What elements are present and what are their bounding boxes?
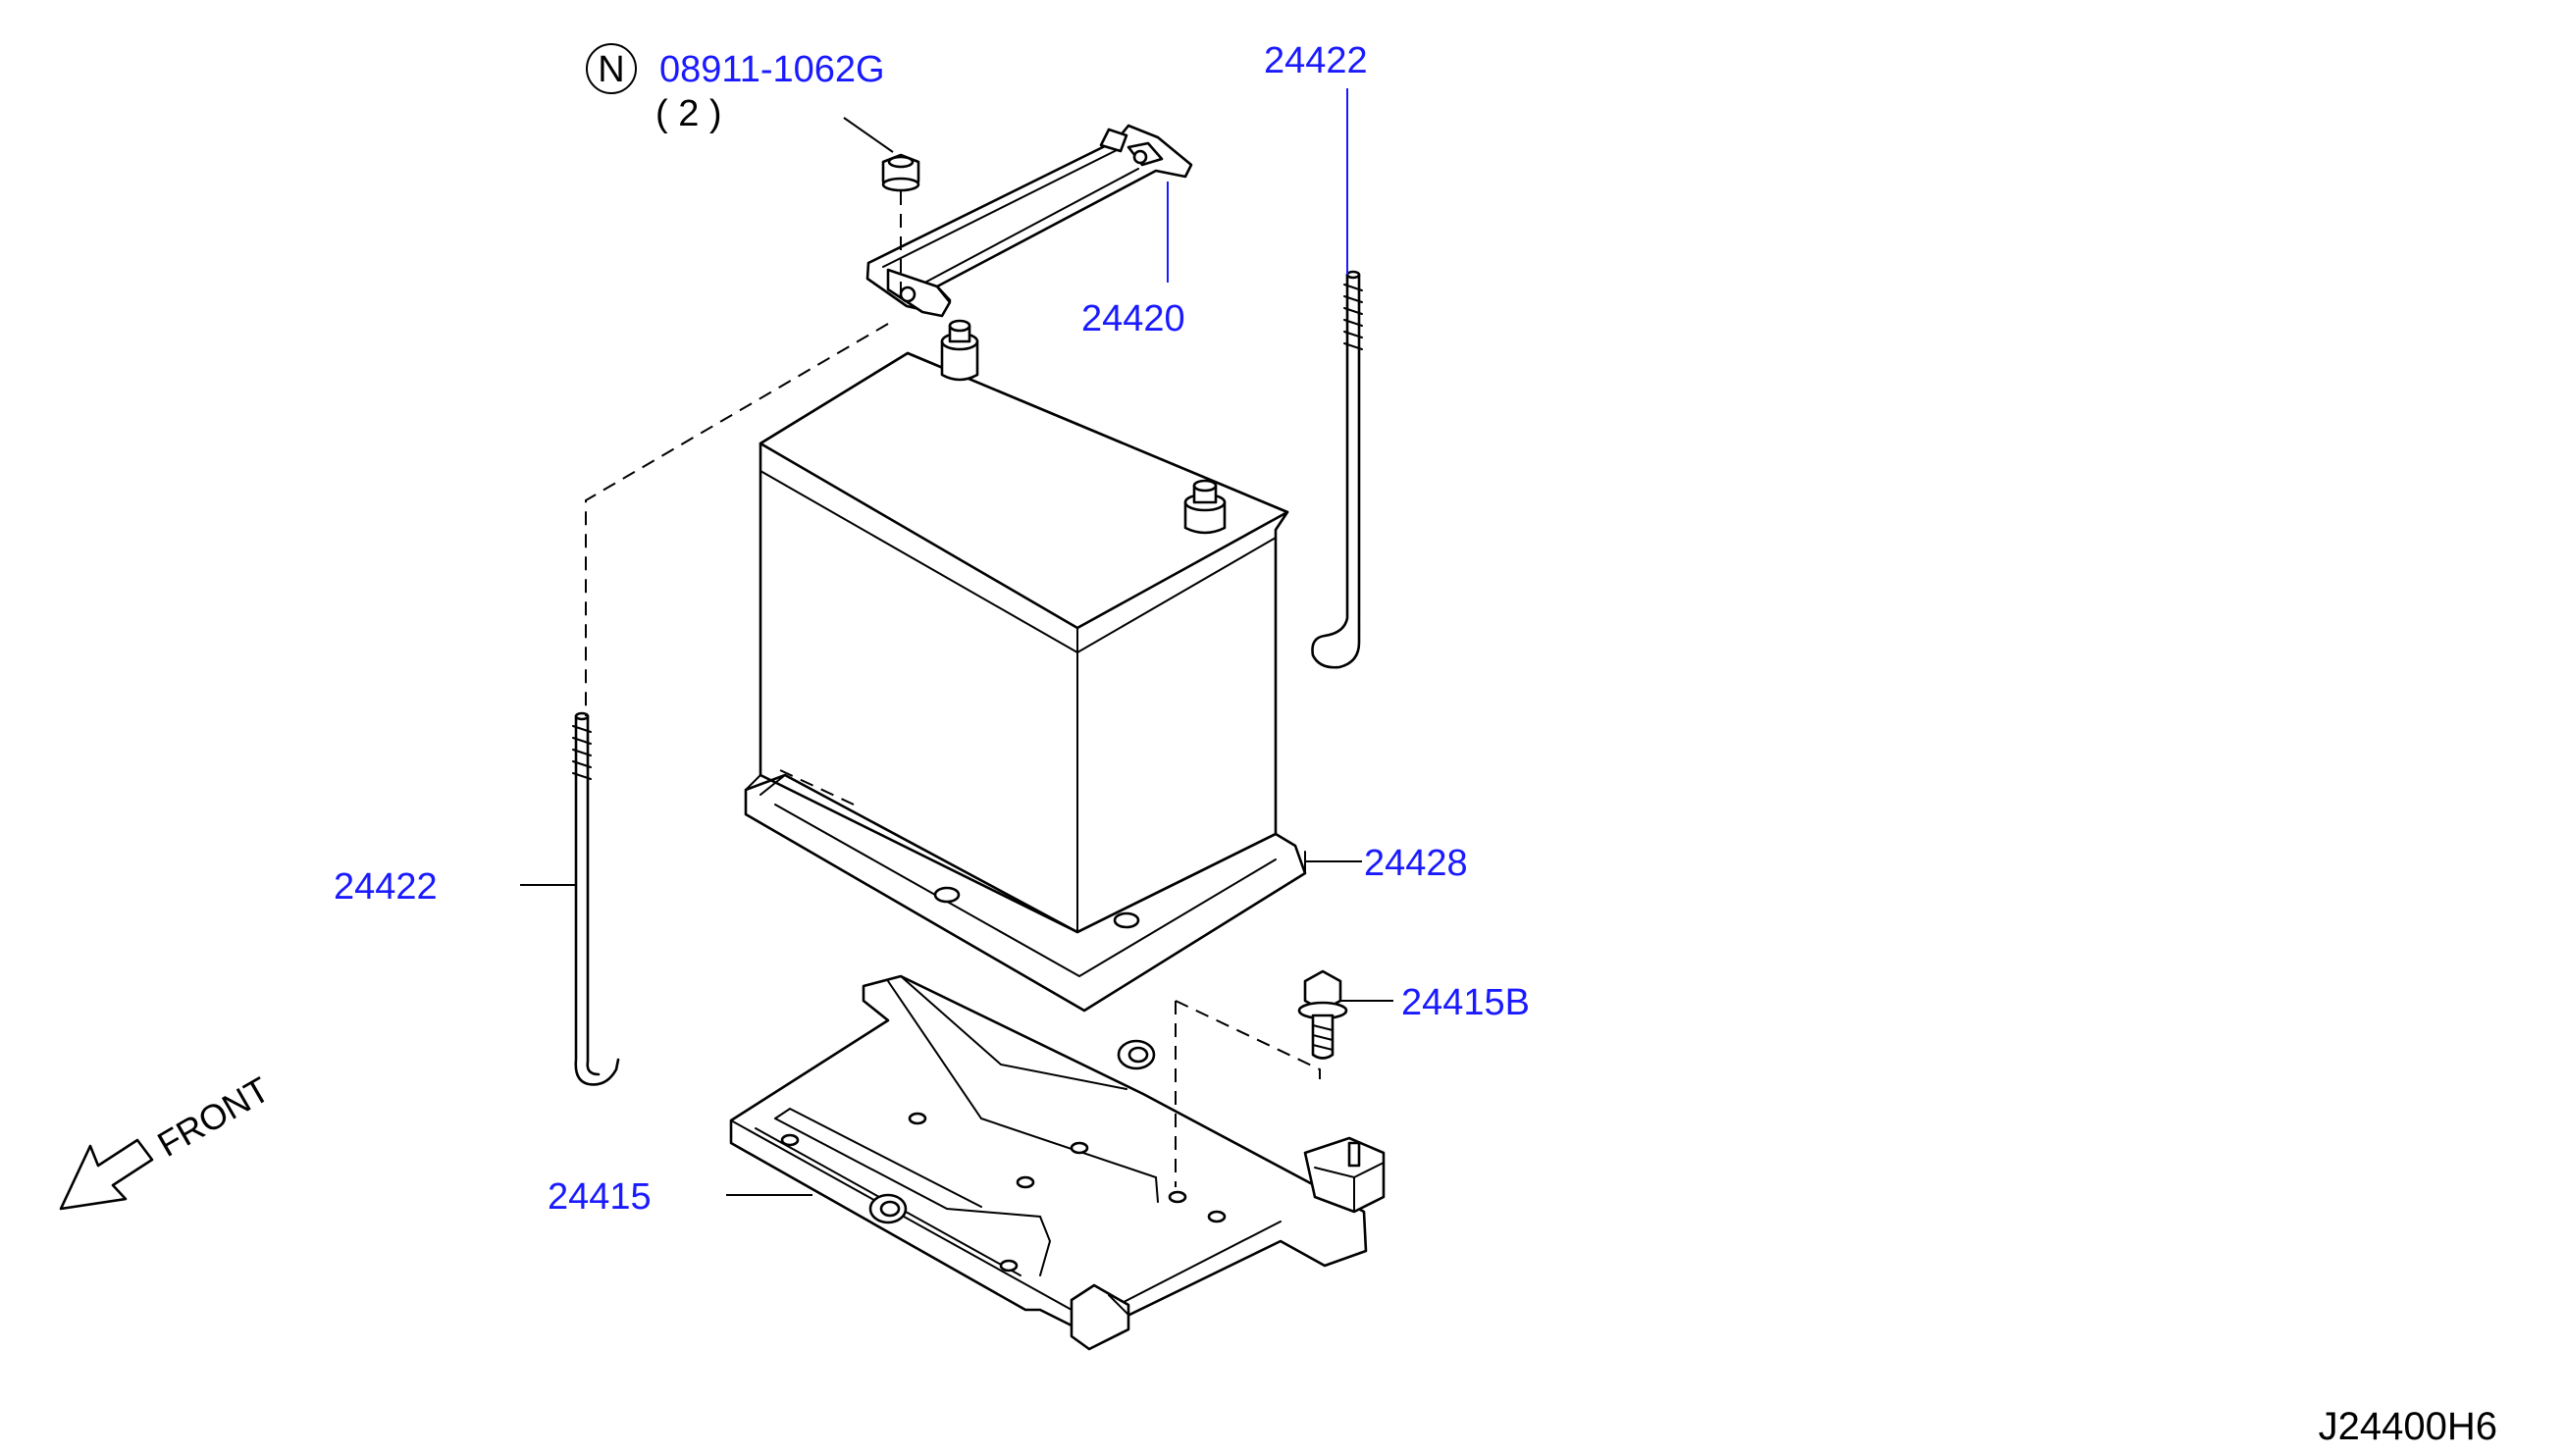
battery-terminal-right xyxy=(1183,479,1227,535)
front-label: FRONT xyxy=(151,1068,277,1165)
callout-bracket[interactable]: 24420 xyxy=(1081,298,1185,339)
front-arrow-icon xyxy=(59,1138,154,1211)
leader-lines xyxy=(520,88,1393,1196)
j-rod-right xyxy=(1311,270,1363,669)
callout-battery-tray[interactable]: 24428 xyxy=(1364,843,1468,884)
assembly-lines xyxy=(585,191,1321,1187)
callout-bracket-base[interactable]: 24415 xyxy=(548,1176,652,1218)
callout-nut: N 08911-1062G ( 2 ) xyxy=(586,43,885,134)
battery-terminal-left xyxy=(940,319,979,382)
notice-circle-icon xyxy=(586,43,637,94)
drawing-code: J24400H6 xyxy=(2319,1405,2497,1448)
grommet-left xyxy=(868,1193,908,1224)
battery-bracket-base xyxy=(729,974,1386,1351)
callout-rod-right[interactable]: 24422 xyxy=(1264,40,1368,81)
notice-symbol: N xyxy=(598,49,624,90)
nut-part-number[interactable]: 08911-1062G xyxy=(659,49,885,90)
bolt xyxy=(1297,969,1348,1060)
j-rod-left xyxy=(572,711,620,1086)
front-indicator: FRONT xyxy=(59,1068,277,1211)
battery xyxy=(759,319,1289,934)
battery-tray xyxy=(744,773,1307,1013)
hold-down-bracket xyxy=(865,124,1193,318)
callout-rod-left[interactable]: 24422 xyxy=(334,866,438,908)
callout-bolt[interactable]: 24415B xyxy=(1401,982,1530,1023)
nut-quantity: ( 2 ) xyxy=(655,93,722,134)
grommet-right xyxy=(1117,1039,1156,1070)
flange-nut xyxy=(881,153,920,192)
